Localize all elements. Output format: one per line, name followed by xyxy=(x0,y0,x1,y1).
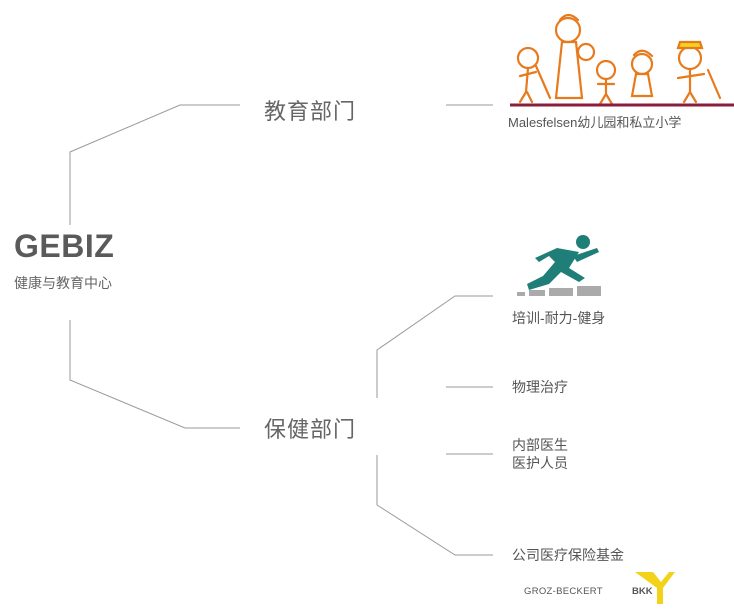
runner-icon xyxy=(517,235,601,296)
brand-title: GEBIZ xyxy=(14,228,115,264)
health-item-medical-staff: 医护人员 xyxy=(512,455,568,471)
department-health: 保健部门 xyxy=(264,417,357,442)
kindergarten-caption: Malesfelsen幼儿园和私立小学 xyxy=(508,115,682,130)
department-education: 教育部门 xyxy=(264,99,357,124)
health-item-physiotherapy: 物理治疗 xyxy=(512,379,568,395)
health-item-internal-doctor: 内部医生 xyxy=(512,437,568,453)
health-item-insurance: 公司医疗保险基金 xyxy=(512,547,624,563)
bkk-badge: BKK xyxy=(632,586,653,597)
groz-beckert-bkk-logo-icon xyxy=(635,572,675,604)
groz-beckert-text: GROZ-BECKERT xyxy=(524,586,603,597)
kids-illustration-icon xyxy=(510,13,734,107)
brand-subtitle: 健康与教育中心 xyxy=(14,275,112,291)
health-item-training: 培训-耐力-健身 xyxy=(512,310,606,326)
